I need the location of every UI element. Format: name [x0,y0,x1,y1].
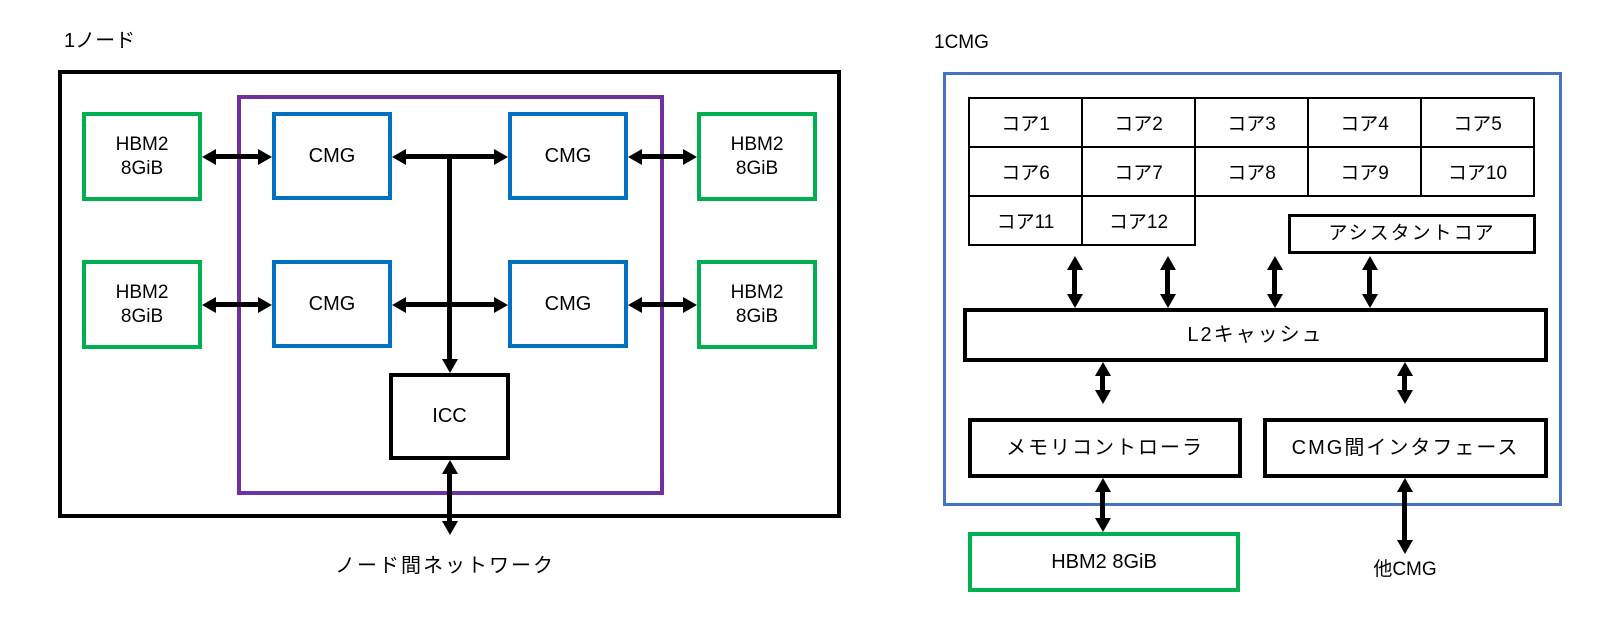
cmg-box-bottom-right: CMG [508,260,628,348]
hbm2-label-line1: HBM2 [115,133,169,155]
core-cell-6: コア6 [968,146,1083,197]
arrow-cmg-bus-to-icc [447,154,452,359]
core-grid: コア1 コア2 コア3 コア4 コア5 コア6 コア7 コア8 コア9 コア10… [968,97,1535,246]
internode-network-label: ノード間ネットワーク [335,555,555,577]
memory-controller-label: メモリコントローラ [1006,436,1204,459]
hbm2-label-line1: HBM2 [730,133,784,155]
cmg-box-top-right: CMG [508,112,628,200]
hbm2-label-line2: 8GiB [735,157,779,179]
hbm2-box-top-left: HBM2 8GiB [82,112,202,201]
hbm2-label-line2: 8GiB [735,305,779,327]
core-label: コア3 [1227,114,1276,135]
cmg-interface-box: CMG間インタフェース [1263,418,1548,478]
hbm2-label-line2: 8GiB [120,305,164,327]
cmg-outer-frame [943,72,1562,506]
hbm2-box-top-right: HBM2 8GiB [697,112,817,201]
core-label: コア4 [1340,114,1389,135]
memory-controller-box: メモリコントローラ [968,418,1242,478]
core-cell-2: コア2 [1081,97,1196,148]
hbm2-box-cmg: HBM2 8GiB [968,532,1240,592]
core-label: コア11 [996,212,1055,233]
core-label: コア8 [1227,163,1276,184]
bidirectional-arrow-hbm-cmg-top-left [216,154,258,159]
icc-box: ICC [389,373,510,460]
bidirectional-arrow-memcontroller-hbm [1100,492,1105,518]
cmg-label: CMG [308,144,356,167]
bidirectional-arrow-hbm-cmg-bottom-left [216,302,258,307]
core-label: コア5 [1453,114,1502,135]
hbm2-label-line1: HBM2 [730,281,784,303]
hbm2-box-bottom-left: HBM2 8GiB [82,260,202,349]
core-label: コア2 [1114,114,1163,135]
core-label: コア6 [1001,163,1050,184]
bidirectional-arrow-l2-cmginterface [1402,376,1407,390]
core-label: コア9 [1340,163,1389,184]
core-label: コア7 [1114,163,1163,184]
assistant-core-box: アシスタントコア [1288,214,1536,254]
hbm2-cmg-label: HBM2 8GiB [1051,550,1157,573]
bidirectional-arrow-cmg-hbm-top-right [642,154,683,159]
bidirectional-arrow-icc-network [447,474,452,521]
core-cell-1: コア1 [968,97,1083,148]
core-grid-row-2: コア6 コア7 コア8 コア9 コア10 [968,146,1535,197]
other-cmg-label: 他CMG [1373,559,1437,580]
core-cell-5: コア5 [1420,97,1535,148]
core-label: コア12 [1108,212,1169,233]
core-cell-4: コア4 [1307,97,1422,148]
core-label: コア10 [1447,163,1508,184]
bidirectional-arrow-core-l2-2 [1165,270,1170,294]
hbm2-box-bottom-right: HBM2 8GiB [697,260,817,349]
bidirectional-arrow-core-l2-4 [1367,270,1372,294]
core-cell-10: コア10 [1420,146,1535,197]
cmg-interface-label: CMG間インタフェース [1291,436,1520,459]
cmg-label: CMG [544,144,592,167]
core-cell-8: コア8 [1194,146,1309,197]
core-grid-row-3: コア11 コア12 [968,195,1535,246]
assistant-core-label: アシスタントコア [1328,223,1496,245]
core-cell-3: コア3 [1194,97,1309,148]
core-cell-11: コア11 [968,195,1083,246]
cmg-diagram-title: 1CMG [934,32,989,53]
core-cell-7: コア7 [1081,146,1196,197]
cmg-box-bottom-left: CMG [272,260,392,348]
hbm2-label-line2: 8GiB [120,157,164,179]
core-label: コア1 [1001,114,1050,135]
icc-label: ICC [432,405,467,427]
cmg-label: CMG [544,292,592,315]
bidirectional-arrow-cmginterface-othercmg [1402,492,1407,540]
hbm2-label-line1: HBM2 [115,281,169,303]
bidirectional-arrow-l2-memcontroller [1100,376,1105,390]
core-cell-9: コア9 [1307,146,1422,197]
cmg-box-top-left: CMG [272,112,392,200]
l2-cache-box: L2キャッシュ [963,308,1548,362]
core-cell-12: コア12 [1081,195,1196,246]
node-diagram-title: 1ノード [64,30,136,52]
bidirectional-arrow-core-l2-1 [1072,270,1077,294]
cmg-label: CMG [308,292,356,315]
bidirectional-arrow-cmg-hbm-bottom-right [642,302,683,307]
core-grid-row-1: コア1 コア2 コア3 コア4 コア5 [968,97,1535,148]
l2-cache-label: L2キャッシュ [1187,323,1324,346]
bidirectional-arrow-core-l2-3 [1272,270,1277,294]
